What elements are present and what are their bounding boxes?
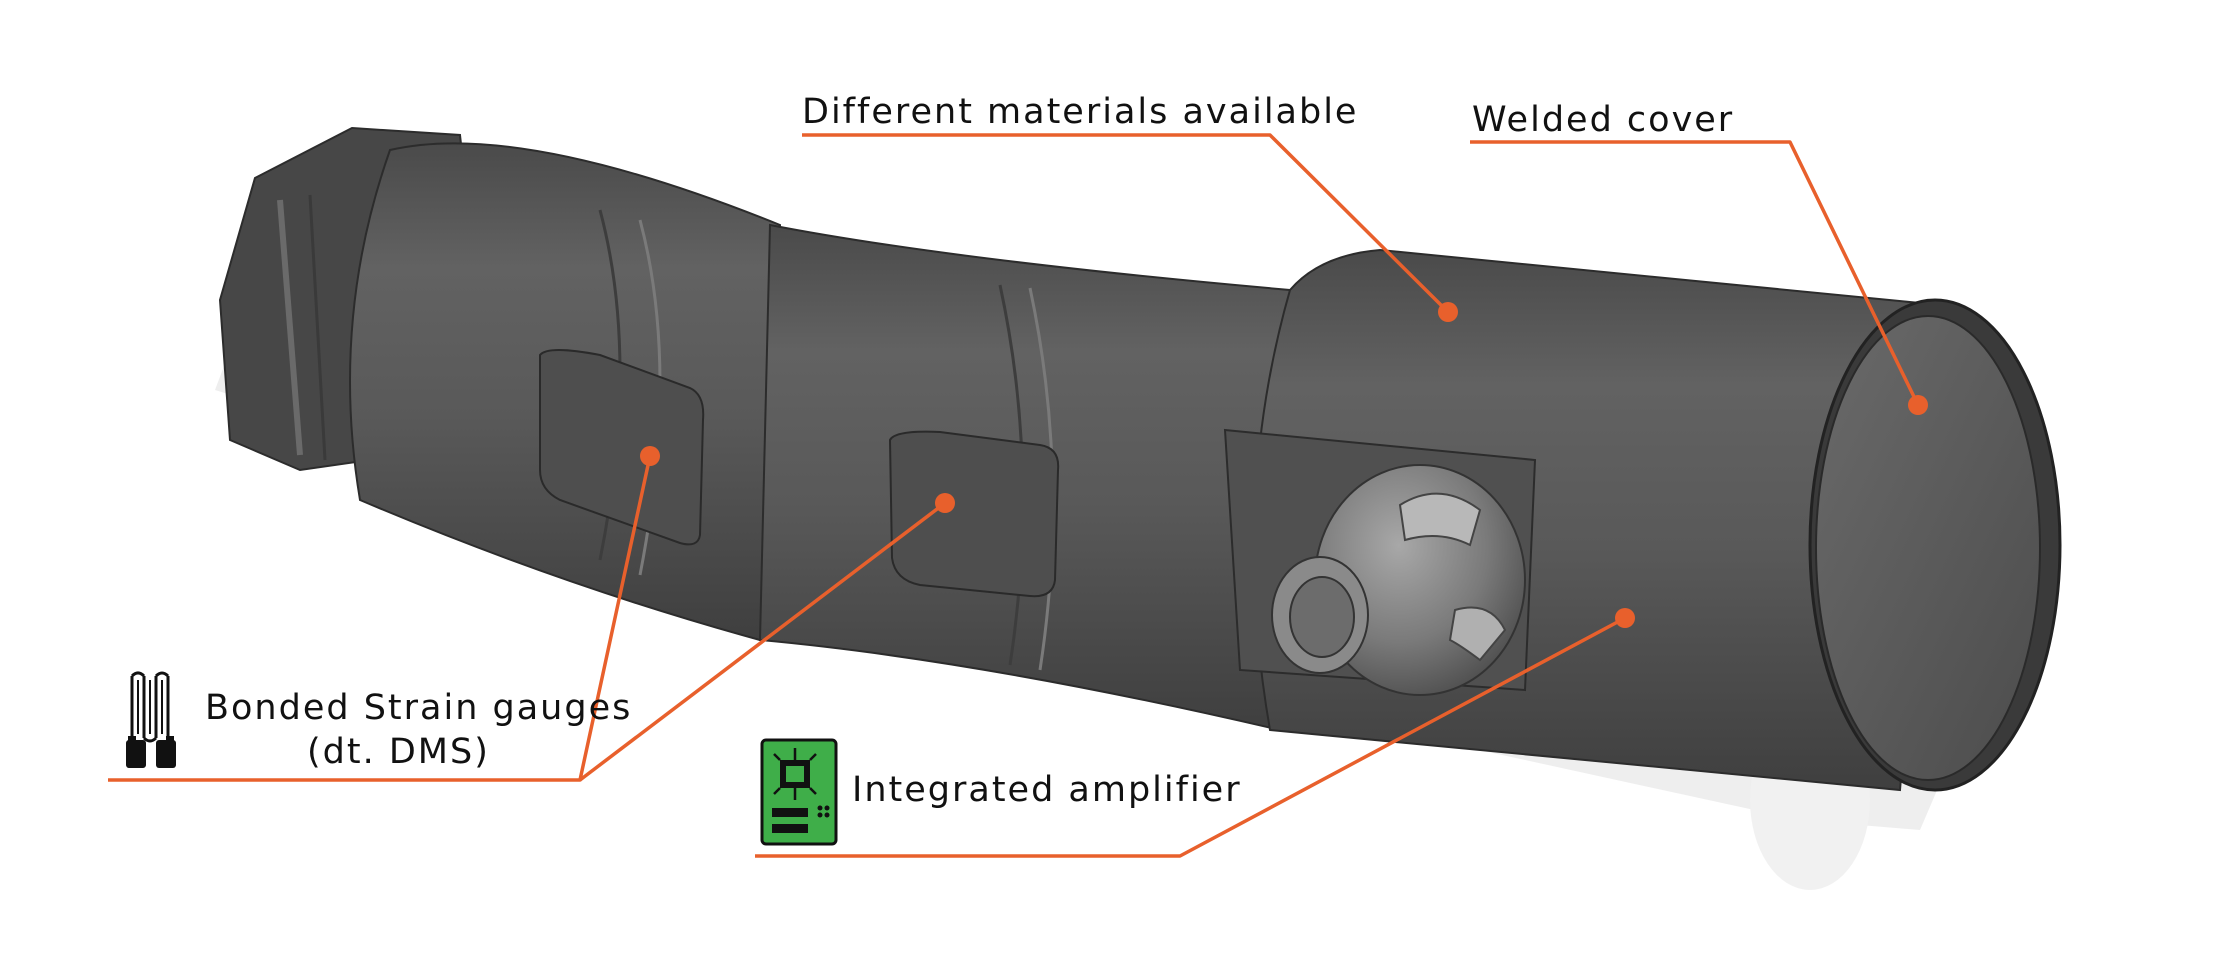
dot-gauge-1 bbox=[640, 446, 660, 466]
strain-gauge-pad-1 bbox=[539, 349, 705, 546]
dot-amplifier bbox=[1615, 608, 1635, 628]
label-integrated-amplifier: Integrated amplifier bbox=[852, 770, 1242, 810]
leader-gauges-branch bbox=[578, 501, 947, 782]
dot-materials bbox=[1438, 302, 1458, 322]
dot-gauge-2 bbox=[935, 493, 955, 513]
cable-gland bbox=[1271, 464, 1526, 696]
dot-cover bbox=[1908, 395, 1928, 415]
label-bonded-strain-gauges: Bonded Strain gauges bbox=[205, 688, 632, 728]
circuit-board-icon bbox=[760, 738, 838, 846]
label-dt-dms: (dt. DMS) bbox=[307, 732, 490, 772]
strain-gauge-pad-2 bbox=[888, 430, 1060, 598]
leader-amplifier bbox=[755, 616, 1626, 858]
welded-end-cap bbox=[1808, 298, 2062, 792]
strain-gauge-icon bbox=[126, 671, 176, 768]
leader-materials bbox=[802, 133, 1450, 314]
sensor-body bbox=[218, 126, 2062, 792]
leader-lines bbox=[108, 133, 1920, 858]
label-welded-cover: Welded cover bbox=[1472, 100, 1734, 140]
leader-cover bbox=[1470, 140, 1920, 406]
callout-dots bbox=[640, 302, 1928, 628]
label-different-materials: Different materials available bbox=[802, 92, 1358, 132]
